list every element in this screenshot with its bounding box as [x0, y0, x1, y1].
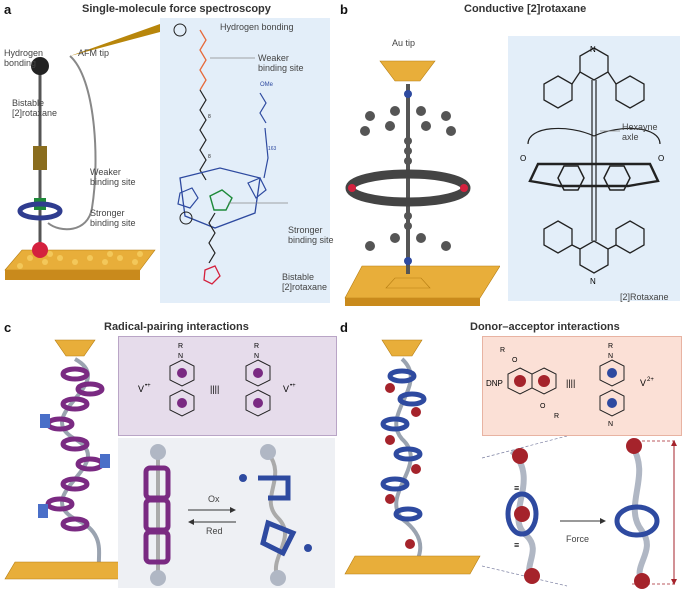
equiv-top: ≡ [514, 483, 519, 493]
purple-rings [45, 366, 105, 532]
label-rotaxane: [2]Rotaxane [620, 292, 669, 302]
blue-rings [380, 368, 427, 522]
equiv-bottom: ≡ [514, 540, 519, 550]
panel-c-purple-box [118, 336, 337, 436]
panel-letter-a: a [4, 2, 12, 17]
atom-o-left: O [520, 154, 526, 163]
label-hydrogen-bonding-left: Hydrogen bonding [4, 48, 44, 68]
panel-b: b Conductive [2]rotaxane Au tip N [340, 0, 685, 306]
label-v-right-sup: •+ [290, 383, 296, 389]
label-weaker-right: Weaker binding site [258, 53, 304, 73]
label-o-dnp-bottom: O [540, 403, 546, 410]
label-r-v-top: R [608, 343, 613, 350]
panel-c-viologen-pair: R N R N V •+ |||| V •+ [138, 343, 296, 417]
panel-letter-b: b [340, 2, 348, 17]
label-bistable-left: Bistable [2]rotaxane [12, 98, 58, 118]
panel-c-schematic [143, 444, 312, 586]
panel-d-title: Donor–acceptor interactions [470, 321, 620, 333]
atom-n-bottom: N [590, 277, 596, 286]
label-n-v-bottom: N [608, 421, 613, 428]
weaker-site-block [33, 146, 47, 170]
label-weaker-left: Weaker binding site [90, 167, 136, 187]
label-o-dnp-top: O [512, 357, 518, 364]
anchor-ball [32, 242, 48, 258]
label-hydrogen-bonding-right: Hydrogen bonding [220, 22, 294, 32]
label-v-left: V [138, 384, 144, 394]
label-r-left-top: R [178, 343, 183, 350]
label-au-tip: Au tip [392, 38, 416, 48]
label-r-right-top: R [254, 343, 259, 350]
label-n-left-top: N [178, 353, 183, 360]
stopper-ball [31, 57, 49, 75]
panel-c-helix [4, 339, 150, 580]
label-red: Red [206, 526, 223, 536]
label-n-right-top: N [254, 353, 259, 360]
gold-surface [4, 249, 156, 271]
panel-a-afm-illustration [4, 24, 160, 280]
label-r-dnp-top: R [500, 347, 505, 354]
label-hexayne-axle: Hexayne axle [622, 122, 658, 142]
panel-d-dnp-viologen: R O O R DNP |||| R N N V 2+ [486, 343, 654, 428]
gold-surface [4, 561, 150, 580]
afm-cantilever [70, 24, 160, 56]
panel-b-title: Conductive [2]rotaxane [464, 3, 587, 15]
label-n-v-top: N [608, 353, 613, 360]
gold-surface [344, 555, 481, 575]
label-stronger-right: Stronger binding site [288, 225, 334, 245]
panel-b-structure: N O O N [520, 45, 664, 286]
separator-d: |||| [566, 378, 575, 388]
label-v2: V [640, 378, 646, 388]
panel-a-structure-box [160, 18, 330, 303]
panel-d-force-schematic: ≡ ≡ [482, 436, 677, 589]
panel-d-helix [344, 339, 481, 575]
label-v-left-sup: •+ [145, 383, 151, 389]
label-ox: Ox [208, 494, 220, 504]
carbon-atoms [360, 90, 456, 265]
panel-c-title: Radical-pairing interactions [104, 321, 249, 333]
label-ome: OMe [260, 82, 274, 88]
panel-a: a Single-molecule force spectroscopy Hyd… [0, 0, 335, 305]
label-v-right: V [283, 384, 289, 394]
red-beads [385, 383, 421, 549]
panel-a-title: Single-molecule force spectroscopy [82, 3, 271, 15]
label-stronger-left: Stronger binding site [90, 208, 136, 228]
ring [17, 201, 63, 221]
atom-n-top: N [590, 45, 596, 54]
panel-letter-c: c [4, 320, 12, 335]
label-r-dnp-bottom: R [554, 413, 559, 420]
separator-c: |||| [210, 384, 219, 394]
panel-c: c Radical-pairing interactions R N R N V [0, 318, 340, 590]
label-bistable-right: Bistable [2]rotaxane [282, 272, 328, 292]
panel-letter-d: d [340, 320, 348, 335]
label-n8b: 8 [208, 154, 211, 160]
panel-d-pink-box [482, 336, 682, 436]
label-force: Force [566, 534, 590, 544]
atom-o-right: O [658, 154, 664, 163]
panel-d: d Donor–acceptor interactions R O O R DN… [340, 318, 685, 590]
au-tip [379, 60, 436, 82]
label-n8a: 8 [208, 114, 211, 120]
panel-a-structure: OMe 8 8 163 [173, 23, 288, 285]
label-v2-sup: 2+ [647, 377, 654, 383]
panel-b-illustration [344, 60, 500, 306]
label-dnp: DNP [486, 379, 503, 388]
label-afm-tip: AFM tip [78, 48, 110, 58]
gold-atom-dots [17, 251, 143, 269]
label-n163: 163 [268, 146, 277, 152]
